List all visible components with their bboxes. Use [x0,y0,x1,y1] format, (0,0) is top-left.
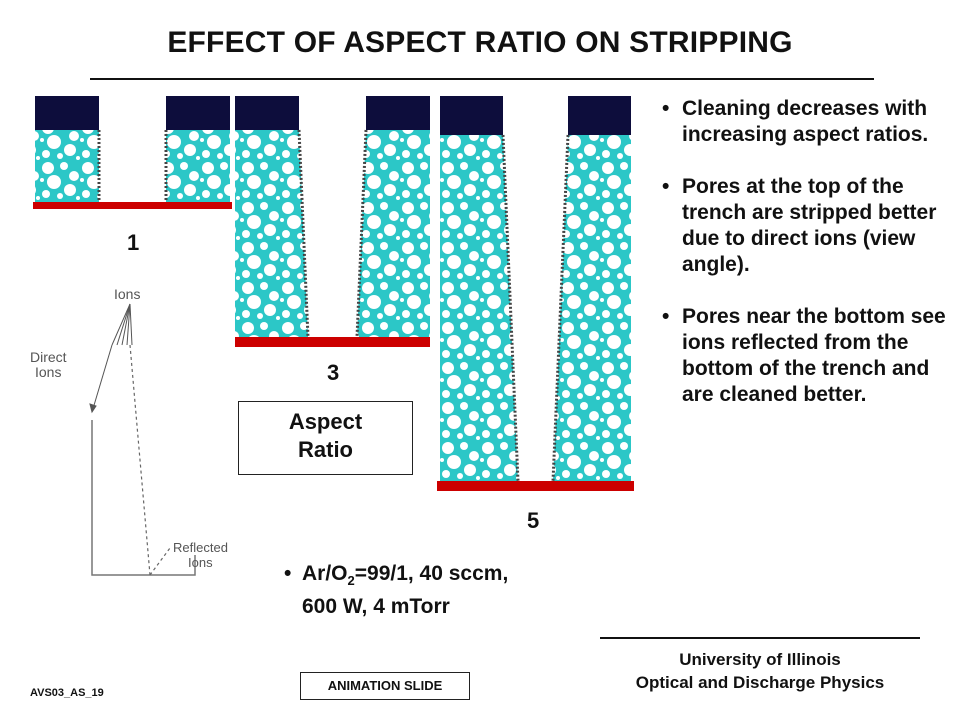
reflected-ions-label-2: Ions [188,555,213,570]
gas-prefix: Ar/O [302,562,348,585]
slide-title: EFFECT OF ASPECT RATIO ON STRIPPING [167,26,793,59]
aspect-box-line1: Aspect [288,409,363,434]
ion-path-diagram: Ions Direct Ions Reflected Ions [30,286,228,576]
trench-label-5: 5 [527,508,540,533]
params-line-2: 600 W, 4 mTorr [302,595,450,619]
animation-slide-box: ANIMATION SLIDE [300,672,470,700]
bullet-icon: • [662,175,670,198]
trench-aspect-3 [235,96,430,347]
bullet-item: • Cleaning decreases with increasing asp… [662,96,952,148]
direct-ions-label-1: Direct [30,349,67,365]
trench-label-1: 1 [127,230,140,255]
trench-aspect-5 [437,96,634,491]
bullet-text-3: Pores near the bottom see ions reflected… [682,305,946,406]
process-parameters: • Ar/O2=99/1, 40 sccm, 600 W, 4 mTorr [284,561,602,620]
footer-line-1: University of Illinois [679,650,841,669]
bullet-icon: • [662,97,670,120]
params-line-1-rest: =99/1, 40 sccm, [354,562,509,585]
trench-aspect-1 [33,96,232,209]
params-line-1: Ar/O2=99/1, 40 sccm, [302,561,602,594]
title-rule [90,78,874,80]
bullet-icon: • [284,562,292,585]
footer-line-2: Optical and Discharge Physics [635,673,885,692]
bullet-text-1: Cleaning decreases with increasing aspec… [682,97,929,146]
institution-footer: University of Illinois Optical and Disch… [600,648,920,694]
trench-label-3: 3 [327,360,340,385]
bullet-icon: • [662,305,670,328]
reflected-ions-label-1: Reflected [173,540,228,555]
bullet-item: • Pores at the top of the trench are str… [662,174,952,278]
slide-id: AVS03_AS_19 [30,687,104,699]
direct-ions-label-2: Ions [35,364,61,380]
gas-subscript: 2 [347,573,355,589]
bullet-list: • Cleaning decreases with increasing asp… [662,96,952,434]
aspect-box-line2: Ratio [298,437,353,462]
trench-diagrams [33,96,634,491]
ions-label: Ions [114,286,140,302]
bullet-item: • Pores near the bottom see ions reflect… [662,304,952,408]
footer-rule [600,637,920,639]
aspect-ratio-box: Aspect Ratio [238,401,413,475]
bullet-text-2: Pores at the top of the trench are strip… [682,175,937,276]
